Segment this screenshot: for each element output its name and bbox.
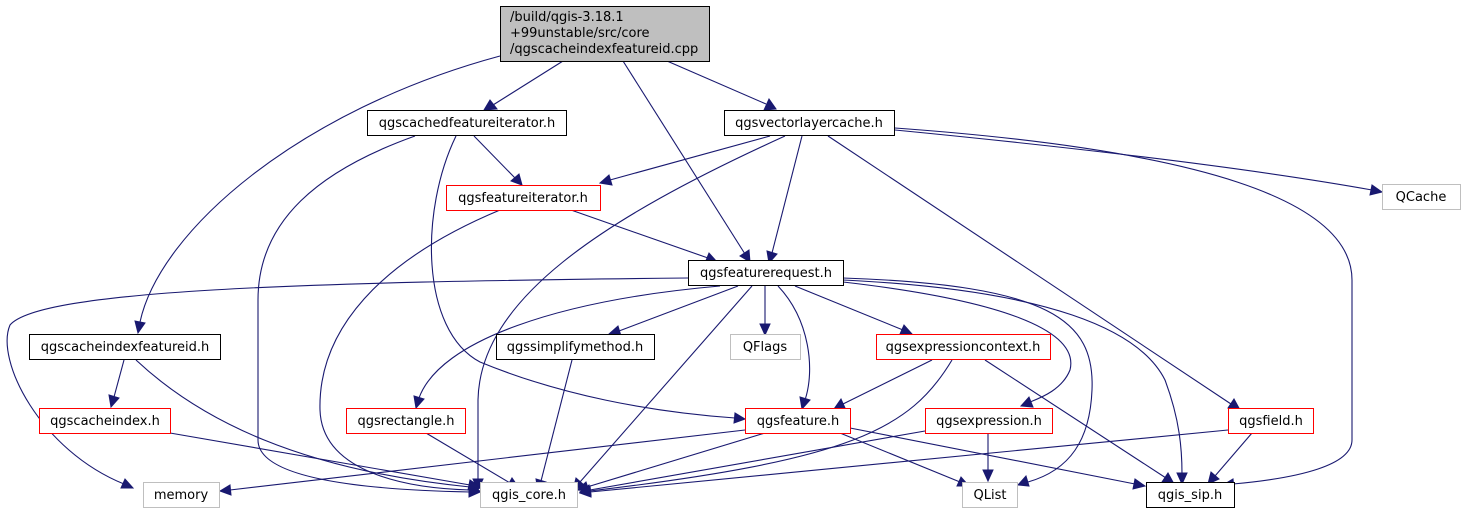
node-qgissip[interactable]: qgis_sip.h	[1146, 482, 1235, 508]
edge-vectorlayercache-to-featureiterator	[598, 135, 771, 186]
node-label: qgsvectorlayercache.h	[735, 116, 883, 131]
edge-feature-to-qlist	[839, 432, 971, 487]
edge-cachedfeatureiterator-to-featureiterator	[473, 135, 523, 186]
node-qflags[interactable]: QFlags	[730, 334, 801, 360]
edge-feature-to-qgiscore	[575, 432, 766, 492]
node-label: qgsrectangle.h	[357, 414, 454, 429]
node-featureiterator[interactable]: qgsfeatureiterator.h	[446, 185, 601, 211]
node-label: qgsfeaturerequest.h	[700, 266, 832, 281]
node-expressioncontext[interactable]: qgsexpressioncontext.h	[876, 334, 1051, 360]
edge-root-to-cacheindexfeatureid	[134, 55, 501, 335]
edge-simplifymethod-to-qgiscore	[535, 359, 573, 493]
edge-expressioncontext-to-feature	[832, 359, 933, 410]
edge-vectorlayercache-to-qcache	[894, 129, 1384, 196]
node-feature[interactable]: qgsfeature.h	[745, 408, 851, 434]
edges	[6, 55, 1384, 498]
node-root-line-1: /build/qgis-3.18.1	[510, 10, 624, 25]
node-root-line-2: +99unstable/src/core	[510, 26, 650, 41]
node-label: qgssimplifymethod.h	[507, 340, 643, 355]
node-expression[interactable]: qgsexpression.h	[925, 408, 1053, 434]
node-label: qgsfeature.h	[757, 414, 840, 429]
edge-featurerequest-to-rectangle	[413, 285, 721, 410]
node-label: QFlags	[743, 340, 788, 355]
node-label: qgscacheindexfeatureid.h	[41, 340, 210, 355]
node-label: memory	[154, 488, 209, 503]
edge-vectorlayercache-to-featurerequest	[766, 135, 803, 265]
node-memory[interactable]: memory	[143, 482, 220, 508]
edge-featureiterator-to-qgiscore	[319, 209, 501, 496]
node-vectorlayercache[interactable]: qgsvectorlayercache.h	[724, 110, 895, 136]
node-root-line-3: /qgscacheindexfeatureid.cpp	[510, 42, 698, 57]
node-field[interactable]: qgsfield.h	[1228, 408, 1314, 434]
edge-root-to-cachedfeatureiterator	[483, 60, 564, 111]
node-label: qgsexpressioncontext.h	[886, 340, 1041, 355]
node-label: qgsexpression.h	[936, 414, 1042, 429]
node-rectangle[interactable]: qgsrectangle.h	[346, 408, 466, 434]
node-label: qgsfield.h	[1239, 414, 1303, 429]
node-featurerequest[interactable]: qgsfeaturerequest.h	[688, 260, 844, 286]
edge-featurerequest-to-expression	[842, 281, 1072, 408]
edge-vectorlayercache-to-qgissip	[894, 127, 1353, 490]
node-cachedfeatureiterator[interactable]: qgscachedfeatureiterator.h	[367, 110, 567, 136]
edge-featureiterator-to-featurerequest	[570, 209, 719, 264]
node-label: QList	[974, 488, 1007, 503]
edge-cacheindex-to-qgiscore	[169, 432, 482, 491]
edge-vectorlayercache-to-field	[827, 135, 1241, 411]
edge-feature-to-qgissip	[849, 427, 1147, 490]
node-root-file[interactable]: /build/qgis-3.18.1 +99unstable/src/core …	[500, 6, 710, 62]
node-qgiscore[interactable]: qgis_core.h	[480, 482, 578, 508]
edge-featurerequest-to-qgissip	[842, 279, 1188, 486]
edge-featurerequest-to-qgiscore	[572, 285, 753, 491]
edge-featurerequest-to-memory	[6, 277, 689, 489]
node-label: qgscacheindex.h	[50, 414, 160, 429]
edge-feature-to-memory	[218, 429, 746, 496]
edge-field-to-qgiscore	[578, 429, 1229, 498]
node-qlist[interactable]: QList	[962, 482, 1018, 508]
node-label: QCache	[1396, 190, 1447, 205]
node-cacheindexfeatureid[interactable]: qgscacheindexfeatureid.h	[29, 334, 221, 360]
node-simplifymethod[interactable]: qgssimplifymethod.h	[496, 334, 655, 360]
edge-expression-to-qlist	[982, 433, 994, 483]
edge-featurerequest-to-simplifymethod	[607, 285, 739, 337]
node-label: qgis_core.h	[492, 488, 566, 503]
edge-featurerequest-to-qflags	[759, 286, 771, 337]
node-label: qgis_sip.h	[1158, 488, 1222, 503]
edge-root-to-vectorlayercache	[666, 60, 777, 111]
edge-featurerequest-to-qlist	[842, 277, 1093, 487]
edge-featurerequest-to-expressioncontext	[794, 285, 914, 335]
edge-featurerequest-to-feature	[777, 285, 811, 411]
node-cacheindex[interactable]: qgscacheindex.h	[39, 408, 171, 434]
node-qcache[interactable]: QCache	[1382, 184, 1461, 210]
edge-cachedfeatureiterator-to-feature	[430, 135, 747, 424]
node-label: qgsfeatureiterator.h	[458, 191, 588, 206]
edge-field-to-qgissip	[1207, 432, 1253, 485]
edge-cacheindexfeatureid-to-cacheindex	[108, 359, 125, 409]
edge-root-to-featurerequest	[622, 60, 751, 263]
node-label: qgscachedfeatureiterator.h	[379, 116, 556, 131]
